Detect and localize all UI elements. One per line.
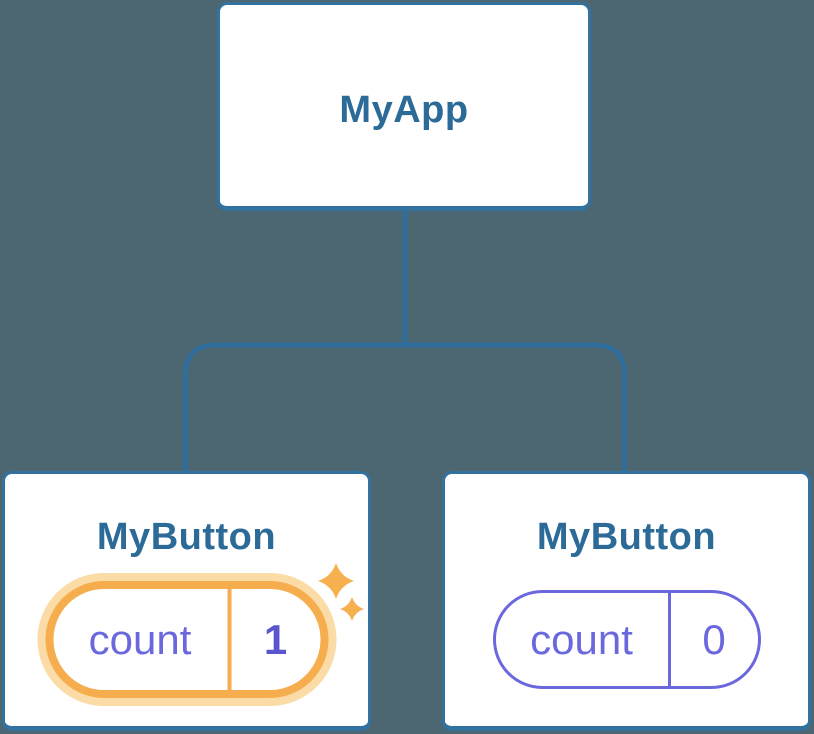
node-mybutton-2-label: MyButton: [536, 516, 717, 558]
state-pill-highlighted: count 1: [45, 581, 328, 698]
state-key-label: count: [530, 615, 633, 663]
node-myapp: MyApp: [217, 2, 591, 211]
sparkle-small-icon: [340, 597, 364, 621]
node-mybutton-1: MyButton count 1: [2, 471, 371, 731]
sparkle-icon: [318, 563, 364, 621]
node-mybutton-1-label: MyButton: [96, 516, 277, 558]
node-mybutton-2: MyButton count 0: [442, 471, 811, 731]
state-pill: count 0: [492, 590, 761, 689]
state-pill-divider: [667, 593, 671, 686]
sparkle-large-icon: [318, 563, 354, 599]
state-key-label: count: [88, 615, 192, 663]
node-myapp-label: MyApp: [339, 89, 469, 131]
state-value-label: 0: [702, 615, 726, 663]
state-pill-divider: [227, 589, 231, 690]
children-bracket-line: [183, 342, 627, 474]
state-value-label: 1: [263, 615, 288, 663]
